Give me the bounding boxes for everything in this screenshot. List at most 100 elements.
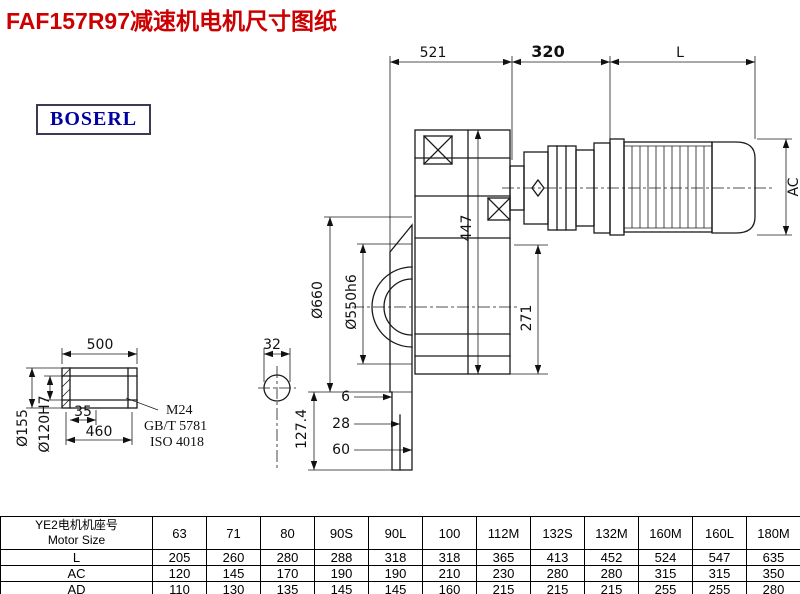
table-cell: 288: [314, 549, 369, 566]
motor-size-table: YE2电机机座号 Motor Size 63 71 80 90S 90L 100…: [0, 516, 800, 594]
standard-iso-label: ISO 4018: [150, 435, 204, 450]
table-cell: 215: [530, 581, 585, 594]
table-cell: 215: [584, 581, 639, 594]
dim-32: 32: [263, 337, 291, 382]
dim-6: 6: [341, 389, 392, 405]
dim-155: Ø155: [15, 367, 62, 447]
motor: [609, 138, 756, 236]
motor-cooling-fins: [624, 145, 712, 229]
dim-AC-label: AC: [786, 177, 800, 196]
table-cell: 145: [368, 581, 423, 594]
table-col-header: 63: [152, 516, 207, 550]
table-cell: 365: [476, 549, 531, 566]
table-cell: 260: [206, 549, 261, 566]
dim-447: 447: [459, 130, 482, 374]
table-header-row: YE2电机机座号 Motor Size 63 71 80 90S 90L 100…: [0, 516, 800, 550]
dim-120-label: Ø120H7: [37, 395, 53, 452]
centerlines: [352, 187, 774, 308]
dim-460: 460: [65, 412, 133, 445]
dim-AC: AC: [757, 138, 800, 236]
table-col-header: 90L: [368, 516, 423, 550]
table-cell: 160: [422, 581, 477, 594]
dim-521-label: 521: [420, 45, 447, 61]
dim-271-label: 271: [519, 305, 535, 332]
dim-660: Ø660: [308, 216, 412, 393]
dim-550: Ø550h6: [344, 243, 412, 365]
table-cell: 635: [746, 549, 800, 566]
table-header-motor-size: YE2电机机座号 Motor Size: [0, 516, 153, 550]
dim-6-label: 6: [341, 389, 350, 405]
dim-35: 35: [70, 404, 97, 425]
table-cell: 255: [692, 581, 747, 594]
table-cell: 190: [314, 565, 369, 582]
dim-60: 60: [332, 442, 412, 458]
dim-660-label: Ø660: [310, 281, 326, 319]
dim-35-label: 35: [74, 404, 92, 420]
table-cell: 110: [152, 581, 207, 594]
dim-155-label: Ø155: [15, 409, 31, 447]
dim-28-label: 28: [332, 416, 350, 432]
table-row-AC: AC 120 145 170 190 190 210 230 280 280 3…: [0, 565, 800, 582]
table-cell: 280: [530, 565, 585, 582]
table-cell: 280: [746, 581, 800, 594]
table-cell: 280: [584, 565, 639, 582]
table-cell: 130: [206, 581, 261, 594]
output-flange: [371, 223, 413, 471]
table-cell: 170: [260, 565, 315, 582]
table-col-header: 112M: [476, 516, 531, 550]
table-cell: 215: [476, 581, 531, 594]
table-cell: 280: [260, 549, 315, 566]
table-cell: 413: [530, 549, 585, 566]
table-col-header: 90S: [314, 516, 369, 550]
header-en: Motor Size: [47, 533, 106, 547]
thread-callout: M24: [166, 403, 192, 418]
table-cell: 547: [692, 549, 747, 566]
dim-120: Ø120H7: [37, 375, 62, 453]
table-col-header: 100: [422, 516, 477, 550]
table-cell: 318: [422, 549, 477, 566]
table-cell: 210: [422, 565, 477, 582]
table-cell: 205: [152, 549, 207, 566]
table-cell: 524: [638, 549, 693, 566]
dim-320-label: 320: [531, 42, 564, 61]
dim-L: L: [610, 45, 756, 139]
page-title: FAF157R97减速机电机尺寸图纸: [6, 8, 338, 34]
table-cell: 230: [476, 565, 531, 582]
table-cell: 315: [638, 565, 693, 582]
dim-320: 320: [512, 42, 611, 140]
dim-271: 271: [510, 244, 548, 375]
table-cell: 190: [368, 565, 423, 582]
table-col-header: 71: [206, 516, 261, 550]
row-label: AD: [0, 581, 153, 594]
table-cell: 135: [260, 581, 315, 594]
dim-32-label: 32: [263, 337, 281, 353]
gearbox-housing: [414, 129, 511, 375]
dimension-drawing: 521 320 L AC 447 271: [15, 42, 800, 471]
table-cell: 255: [638, 581, 693, 594]
table-col-header: 160M: [638, 516, 693, 550]
table-cell: 318: [368, 549, 423, 566]
table-cell: 350: [746, 565, 800, 582]
table-cell: 452: [584, 549, 639, 566]
standard-gb-label: GB/T 5781: [144, 419, 207, 434]
dim-550-label: Ø550h6: [344, 274, 360, 330]
shaft-detail-view: [61, 367, 138, 409]
table-cell: 315: [692, 565, 747, 582]
dim-460-label: 460: [86, 424, 113, 440]
table-col-header: 80: [260, 516, 315, 550]
dim-127: 127.4: [294, 392, 392, 471]
dim-500-label: 500: [87, 337, 114, 353]
dim-521: 521: [389, 45, 513, 252]
table-row-L: L 205 260 280 288 318 318 365 413 452 52…: [0, 549, 800, 566]
dim-127-label: 127.4: [294, 409, 310, 449]
dim-L-label: L: [676, 45, 684, 61]
table-col-header: 160L: [692, 516, 747, 550]
table-col-header: 180M: [746, 516, 800, 550]
dim-500: 500: [61, 337, 138, 364]
dim-447-label: 447: [459, 215, 475, 242]
shaft-hatching: [61, 368, 159, 411]
table-col-header: 132S: [530, 516, 585, 550]
table-col-header: 132M: [584, 516, 639, 550]
row-label: AC: [0, 565, 153, 582]
